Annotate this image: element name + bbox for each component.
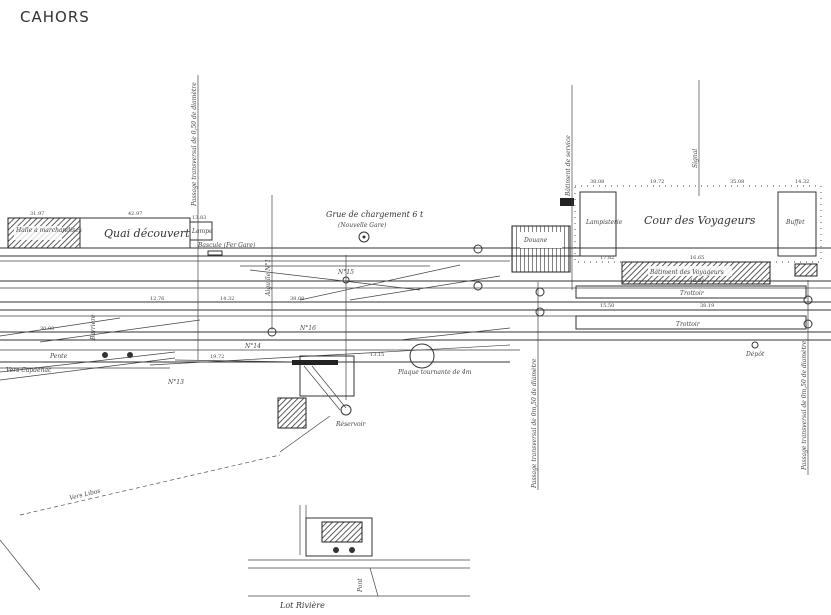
vertical-label-5: Passage transversal de 0m,50 de diamètre [531, 358, 538, 489]
bridge-area [248, 505, 470, 597]
bascule [207, 250, 223, 256]
trottoir-2 [575, 315, 807, 330]
signals [102, 244, 813, 358]
aiguille-16: N°16 [299, 325, 316, 332]
crane-symbol [358, 231, 370, 243]
lampe-building [189, 221, 213, 241]
douane-building: Douane [511, 225, 571, 273]
lot-riviere-label: Lot Rivière [279, 601, 325, 610]
buffet [777, 191, 817, 257]
grue-label: Grue de chargement 6 t [326, 210, 424, 219]
douane-label: Douane [523, 237, 548, 244]
dimension-label: 19.72 [210, 354, 224, 360]
vertical-reference-lines [197, 75, 809, 490]
crane-center [362, 235, 366, 239]
plaque-tournante-label: Plaque tournante de 4m [397, 369, 472, 376]
vertical-label-3: Bâtiment de service [565, 135, 572, 197]
cour-voyageurs-label: Cour des Voyageurs [644, 214, 756, 227]
halle-label: Halle à marchandises [15, 227, 82, 234]
trottoir-1 [575, 285, 807, 299]
pont-label: Pont [357, 578, 364, 593]
batiment-voyageurs: Bâtiment des Voyageurs [621, 261, 771, 285]
vertical-label-6: Passage transversal de 0m,50 de diamètre [801, 340, 808, 471]
annex-building [794, 263, 818, 277]
dimension-label: 13.15 [370, 352, 384, 358]
bascule-label: Bascule (Fer Gare) [197, 242, 256, 249]
reservoir-yard [299, 355, 355, 397]
aiguille-14: N°14 [244, 343, 261, 350]
engine-shed [277, 397, 307, 429]
vertical-label-7: Barrière [90, 314, 97, 341]
quai-decouvert-label: Quai découvert [104, 227, 190, 240]
vertical-label-2: Aiguille N°1 [265, 259, 272, 297]
batiment-label: Bâtiment des Voyageurs [649, 269, 724, 276]
dimension-label: 17.82 [600, 255, 614, 261]
vertical-label-4: Signal [692, 149, 699, 168]
plan-title: CAHORS [20, 8, 90, 26]
dimension-label: 38.08 [290, 296, 304, 302]
buffet-label: Buffet [785, 219, 805, 226]
aiguille-15: N°15 [337, 269, 354, 276]
vers-capdenac-label: Vers Capdenac [6, 367, 52, 374]
trottoir-1-label: Trottoir [680, 290, 705, 297]
dimension-label: 31.97 [30, 211, 44, 217]
reservoir-label: Réservoir [335, 421, 366, 428]
lampisterie [579, 191, 617, 257]
tracks [0, 247, 831, 381]
embankment-line [0, 539, 41, 591]
plaque-tournante [409, 343, 435, 369]
halle-marchandises: Halle à marchandises [7, 217, 82, 249]
grue-sub-label: (Nouvelle Gare) [338, 222, 387, 229]
depot-platform [292, 360, 338, 365]
small-building [560, 198, 574, 206]
dimension-label: 14.32 [220, 296, 234, 302]
dimension-label: 30.00 [40, 326, 54, 332]
dimension-label: 13.83 [192, 215, 206, 221]
trottoir-2-label: Trottoir [676, 321, 701, 328]
dimension-label: 35.08 [730, 179, 744, 185]
route-line [19, 454, 281, 516]
dimension-label: 42.97 [128, 211, 142, 217]
dimension-label: 38.08 [590, 179, 604, 185]
dimension-label: 12.76 [150, 296, 164, 302]
dimension-label: 19.72 [650, 179, 664, 185]
dimension-label: 15.50 [600, 303, 614, 309]
depot-label: Dépôt [745, 351, 765, 358]
dimension-label: 12.93 [690, 278, 704, 284]
reservoir-symbol [340, 404, 352, 416]
dimension-label: 14.32 [795, 179, 809, 185]
dimension-label: 38.19 [700, 303, 714, 309]
vertical-label-1: Passage transversal de 0,50 de diamètre [191, 82, 198, 207]
lampisterie-label: Lampisterie [585, 219, 623, 226]
aiguille-13: N°13 [167, 379, 184, 386]
dimension-label: 16.65 [690, 255, 704, 261]
lampe-label: Lampe [191, 228, 213, 235]
pente-label: Pente [49, 353, 68, 360]
